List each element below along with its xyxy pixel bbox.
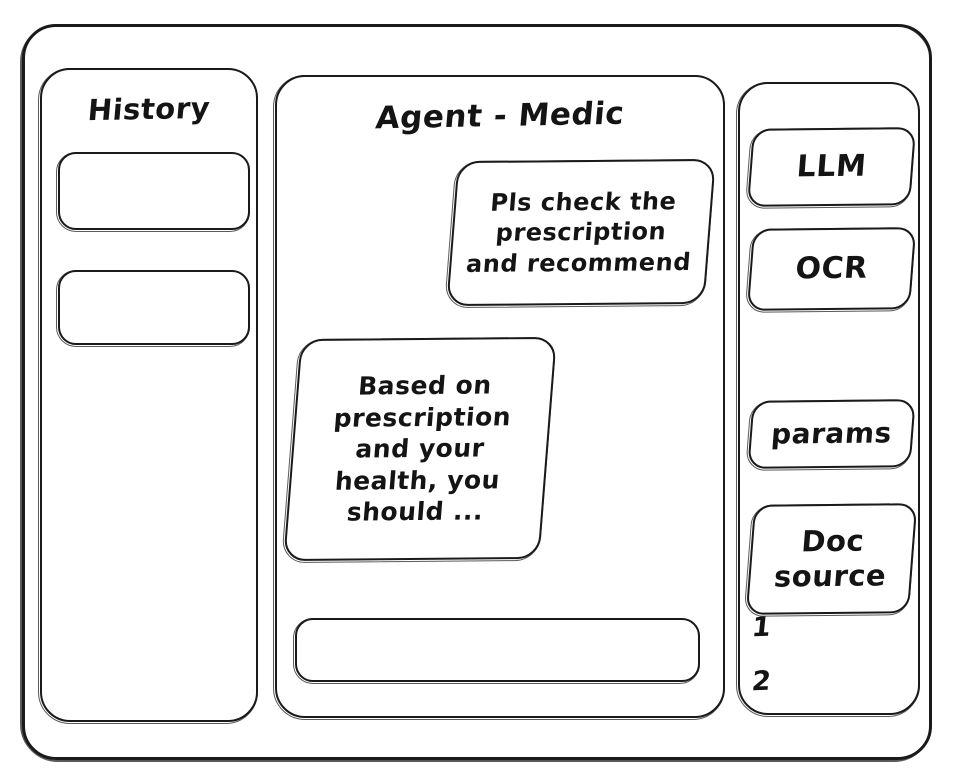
tool-label: Doc: [800, 523, 866, 558]
history-item[interactable]: [56, 270, 250, 347]
history-item[interactable]: [56, 152, 250, 232]
message-line: and recommend: [465, 247, 693, 278]
doc-source-ref-item[interactable]: 2: [750, 665, 773, 698]
message-line: should ...: [345, 496, 485, 527]
message-line: Based on: [357, 370, 493, 401]
tool-label: source: [772, 558, 888, 594]
message-line: prescription: [494, 217, 668, 248]
message-line: Pls check the: [489, 187, 678, 217]
assistant-message-bubble: Based on prescription and your health, y…: [283, 336, 557, 562]
tool-button-doc-source[interactable]: Doc source: [745, 503, 918, 615]
history-panel-title: History: [86, 90, 212, 128]
tool-label: params: [769, 416, 894, 451]
user-message-bubble: Pls check the prescription and recommend: [446, 158, 716, 307]
tool-button-ocr[interactable]: OCR: [746, 227, 917, 311]
message-line: health, you: [333, 465, 502, 496]
message-line: and your: [354, 433, 486, 464]
tool-label: OCR: [794, 250, 870, 287]
message-line: prescription: [332, 401, 513, 433]
chat-input-field[interactable]: [293, 618, 700, 684]
tool-label: LLM: [795, 148, 868, 185]
tool-button-params[interactable]: params: [747, 399, 916, 469]
tool-button-llm[interactable]: LLM: [746, 127, 917, 207]
doc-source-ref-item[interactable]: 1: [750, 611, 773, 644]
